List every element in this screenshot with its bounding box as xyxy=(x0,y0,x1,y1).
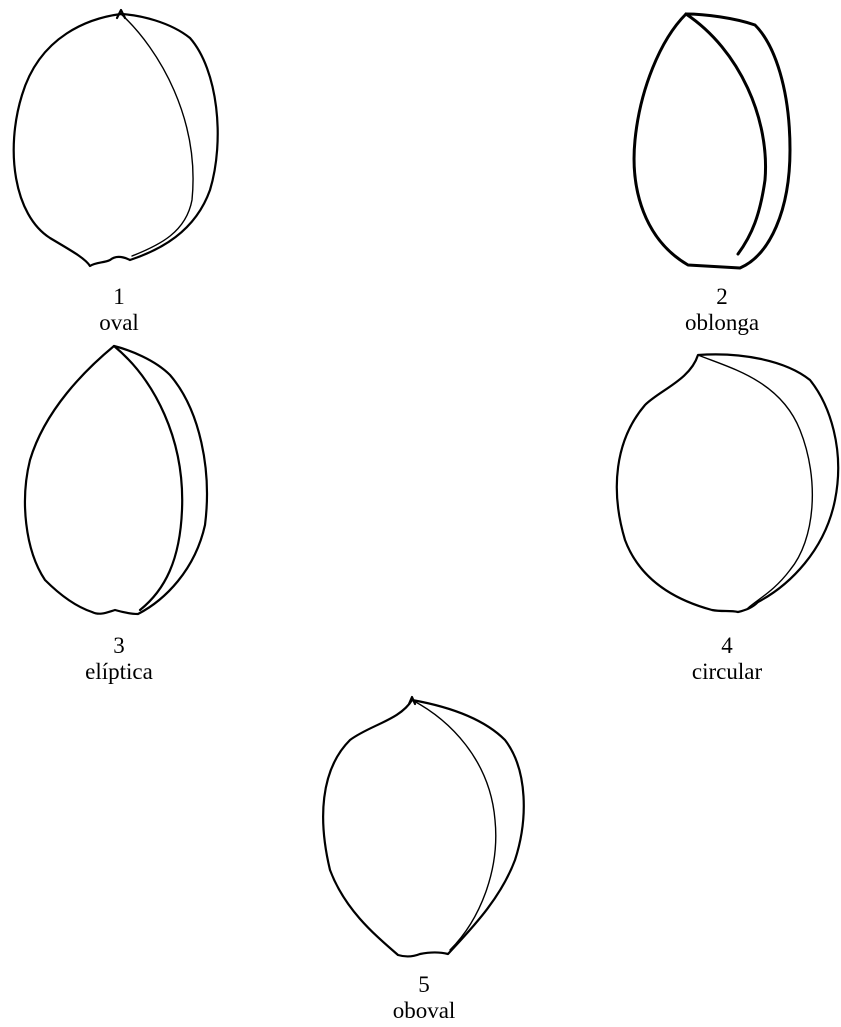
shape-4-inner-line xyxy=(698,355,812,608)
shape-2-outline xyxy=(634,14,790,268)
label-5: 5 oboval xyxy=(344,972,504,1024)
shape-5-name: oboval xyxy=(344,998,504,1024)
shape-3-eliptica-drawing xyxy=(25,346,207,614)
shape-2-inner-line xyxy=(686,14,766,254)
shape-4-outline xyxy=(617,354,838,612)
shape-1-name: oval xyxy=(39,310,199,336)
shape-1-outline xyxy=(14,14,218,266)
shape-3-inner-line xyxy=(114,346,182,610)
shape-5-oboval-drawing xyxy=(323,697,524,957)
shape-2-oblonga-drawing xyxy=(634,14,790,268)
shape-4-number: 4 xyxy=(647,633,807,659)
shape-4-circular-drawing xyxy=(617,354,838,612)
shape-3-name: elíptica xyxy=(39,659,199,685)
label-3: 3 elíptica xyxy=(39,633,199,685)
shape-3-number: 3 xyxy=(39,633,199,659)
label-4: 4 circular xyxy=(647,633,807,685)
label-1: 1 oval xyxy=(39,284,199,336)
shape-4-name: circular xyxy=(647,659,807,685)
shape-3-outline xyxy=(25,346,207,614)
shape-2-number: 2 xyxy=(642,284,802,310)
shape-1-inner-line xyxy=(121,14,193,256)
shape-1-oval-drawing xyxy=(14,10,218,266)
shape-1-number: 1 xyxy=(39,284,199,310)
label-2: 2 oblonga xyxy=(642,284,802,336)
shape-5-outline xyxy=(323,700,524,957)
shape-2-name: oblonga xyxy=(642,310,802,336)
shape-5-number: 5 xyxy=(344,972,504,998)
